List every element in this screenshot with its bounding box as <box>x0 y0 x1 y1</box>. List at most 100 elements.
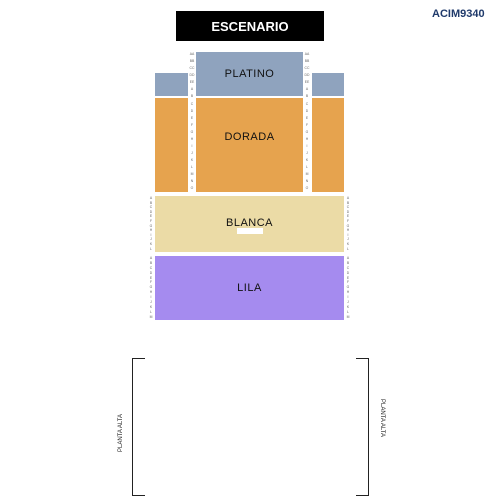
section-lila-label: LILA <box>237 282 262 294</box>
row-letter: K <box>346 241 350 246</box>
row-letter: G <box>305 129 309 134</box>
section-dorada-label: DORADA <box>224 131 275 143</box>
row-letter: H <box>149 290 153 295</box>
row-letter: A <box>149 196 153 200</box>
row-letter: DD <box>304 73 310 78</box>
upper-floor-right-label: PLANTA ALTA <box>379 398 385 437</box>
row-letter: I <box>347 295 349 299</box>
section-platino-wing-right[interactable] <box>312 73 344 96</box>
row-letter: L <box>191 165 193 170</box>
row-letter: C <box>190 101 194 106</box>
row-letter: F <box>305 122 309 127</box>
row-letter: I <box>191 144 193 149</box>
row-letter: D <box>149 270 153 275</box>
row-letter: G <box>346 285 350 290</box>
row-letter: H <box>305 136 309 141</box>
row-letter: E <box>190 115 194 120</box>
row-letter: M <box>346 314 350 319</box>
row-letter: D <box>346 209 350 214</box>
row-letter: E <box>149 214 153 219</box>
row-letter: E <box>149 275 153 280</box>
row-letter: B <box>149 200 153 205</box>
row-letter: A <box>346 256 350 260</box>
row-letter: A <box>149 256 153 260</box>
row-letter: B <box>346 200 350 205</box>
row-letter: BB <box>304 59 310 64</box>
section-blanca-label: BLANCA <box>225 217 274 229</box>
upper-floor-left-bracket[interactable] <box>132 358 145 496</box>
row-letter: DD <box>189 73 195 78</box>
row-letter: H <box>149 228 153 233</box>
row-letter: O <box>190 186 194 191</box>
row-letter: C <box>346 265 350 270</box>
row-letter: CC <box>304 66 310 71</box>
row-letter: G <box>149 223 153 228</box>
section-platino-wing-left[interactable] <box>155 73 188 96</box>
section-dorada-wing-left[interactable] <box>155 98 188 192</box>
row-letter: I <box>150 232 152 237</box>
row-letter: E <box>305 115 309 120</box>
row-letter: E <box>346 275 350 280</box>
row-letter: EE <box>189 80 195 85</box>
row-letter: A <box>190 87 194 92</box>
row-letter: C <box>305 101 309 106</box>
row-letter: O <box>305 186 309 191</box>
section-dorada-wing-right[interactable] <box>312 98 344 192</box>
row-letter: J <box>347 299 349 304</box>
row-letter: K <box>346 304 350 309</box>
row-letter: F <box>149 218 153 223</box>
row-letter: B <box>305 94 309 99</box>
row-letter: L <box>347 309 349 314</box>
section-platino[interactable]: PLATINO <box>196 52 303 96</box>
row-letter: G <box>346 223 350 228</box>
row-letter: J <box>150 237 152 242</box>
row-letter: D <box>190 108 194 113</box>
row-letter: I <box>347 232 349 237</box>
section-blanca-marker <box>237 228 263 234</box>
row-letter: K <box>305 158 309 163</box>
row-letter: D <box>346 270 350 275</box>
row-letter: C <box>149 265 153 270</box>
row-letter: L <box>150 246 152 251</box>
row-letter: H <box>346 228 350 233</box>
row-letter: J <box>150 299 152 304</box>
row-letter: G <box>190 129 194 134</box>
row-letter: A <box>305 87 309 92</box>
row-letter: L <box>306 165 308 170</box>
row-letter: L <box>150 309 152 314</box>
row-letter: M <box>190 172 194 177</box>
row-letter: H <box>190 136 194 141</box>
row-letter: L <box>347 246 349 251</box>
row-letter: I <box>150 295 152 299</box>
upper-floor-right-bracket[interactable] <box>356 358 369 496</box>
section-dorada[interactable]: DORADA <box>196 98 303 192</box>
row-letter: C <box>149 205 153 210</box>
row-letter: A <box>346 196 350 200</box>
upper-floor-left-label: PLANTA ALTA <box>118 414 124 453</box>
row-letter: K <box>149 304 153 309</box>
row-letter: F <box>346 218 350 223</box>
row-letter: D <box>149 209 153 214</box>
row-letter: G <box>149 285 153 290</box>
stage: ESCENARIO <box>176 11 324 41</box>
row-letter: N <box>305 179 309 184</box>
row-letter: H <box>346 290 350 295</box>
row-letter: J <box>191 151 193 156</box>
row-letter: B <box>190 94 194 99</box>
row-letter: AA <box>304 52 310 56</box>
row-letter: D <box>305 108 309 113</box>
section-lila[interactable]: LILA <box>155 256 344 320</box>
row-letter: K <box>149 241 153 246</box>
row-letter: J <box>306 151 308 156</box>
row-letter: F <box>346 280 350 285</box>
row-letter: B <box>149 260 153 265</box>
section-blanca[interactable]: BLANCA <box>155 196 344 252</box>
row-letter: F <box>190 122 194 127</box>
stage-label: ESCENARIO <box>211 18 289 34</box>
row-letter: AA <box>189 52 195 56</box>
